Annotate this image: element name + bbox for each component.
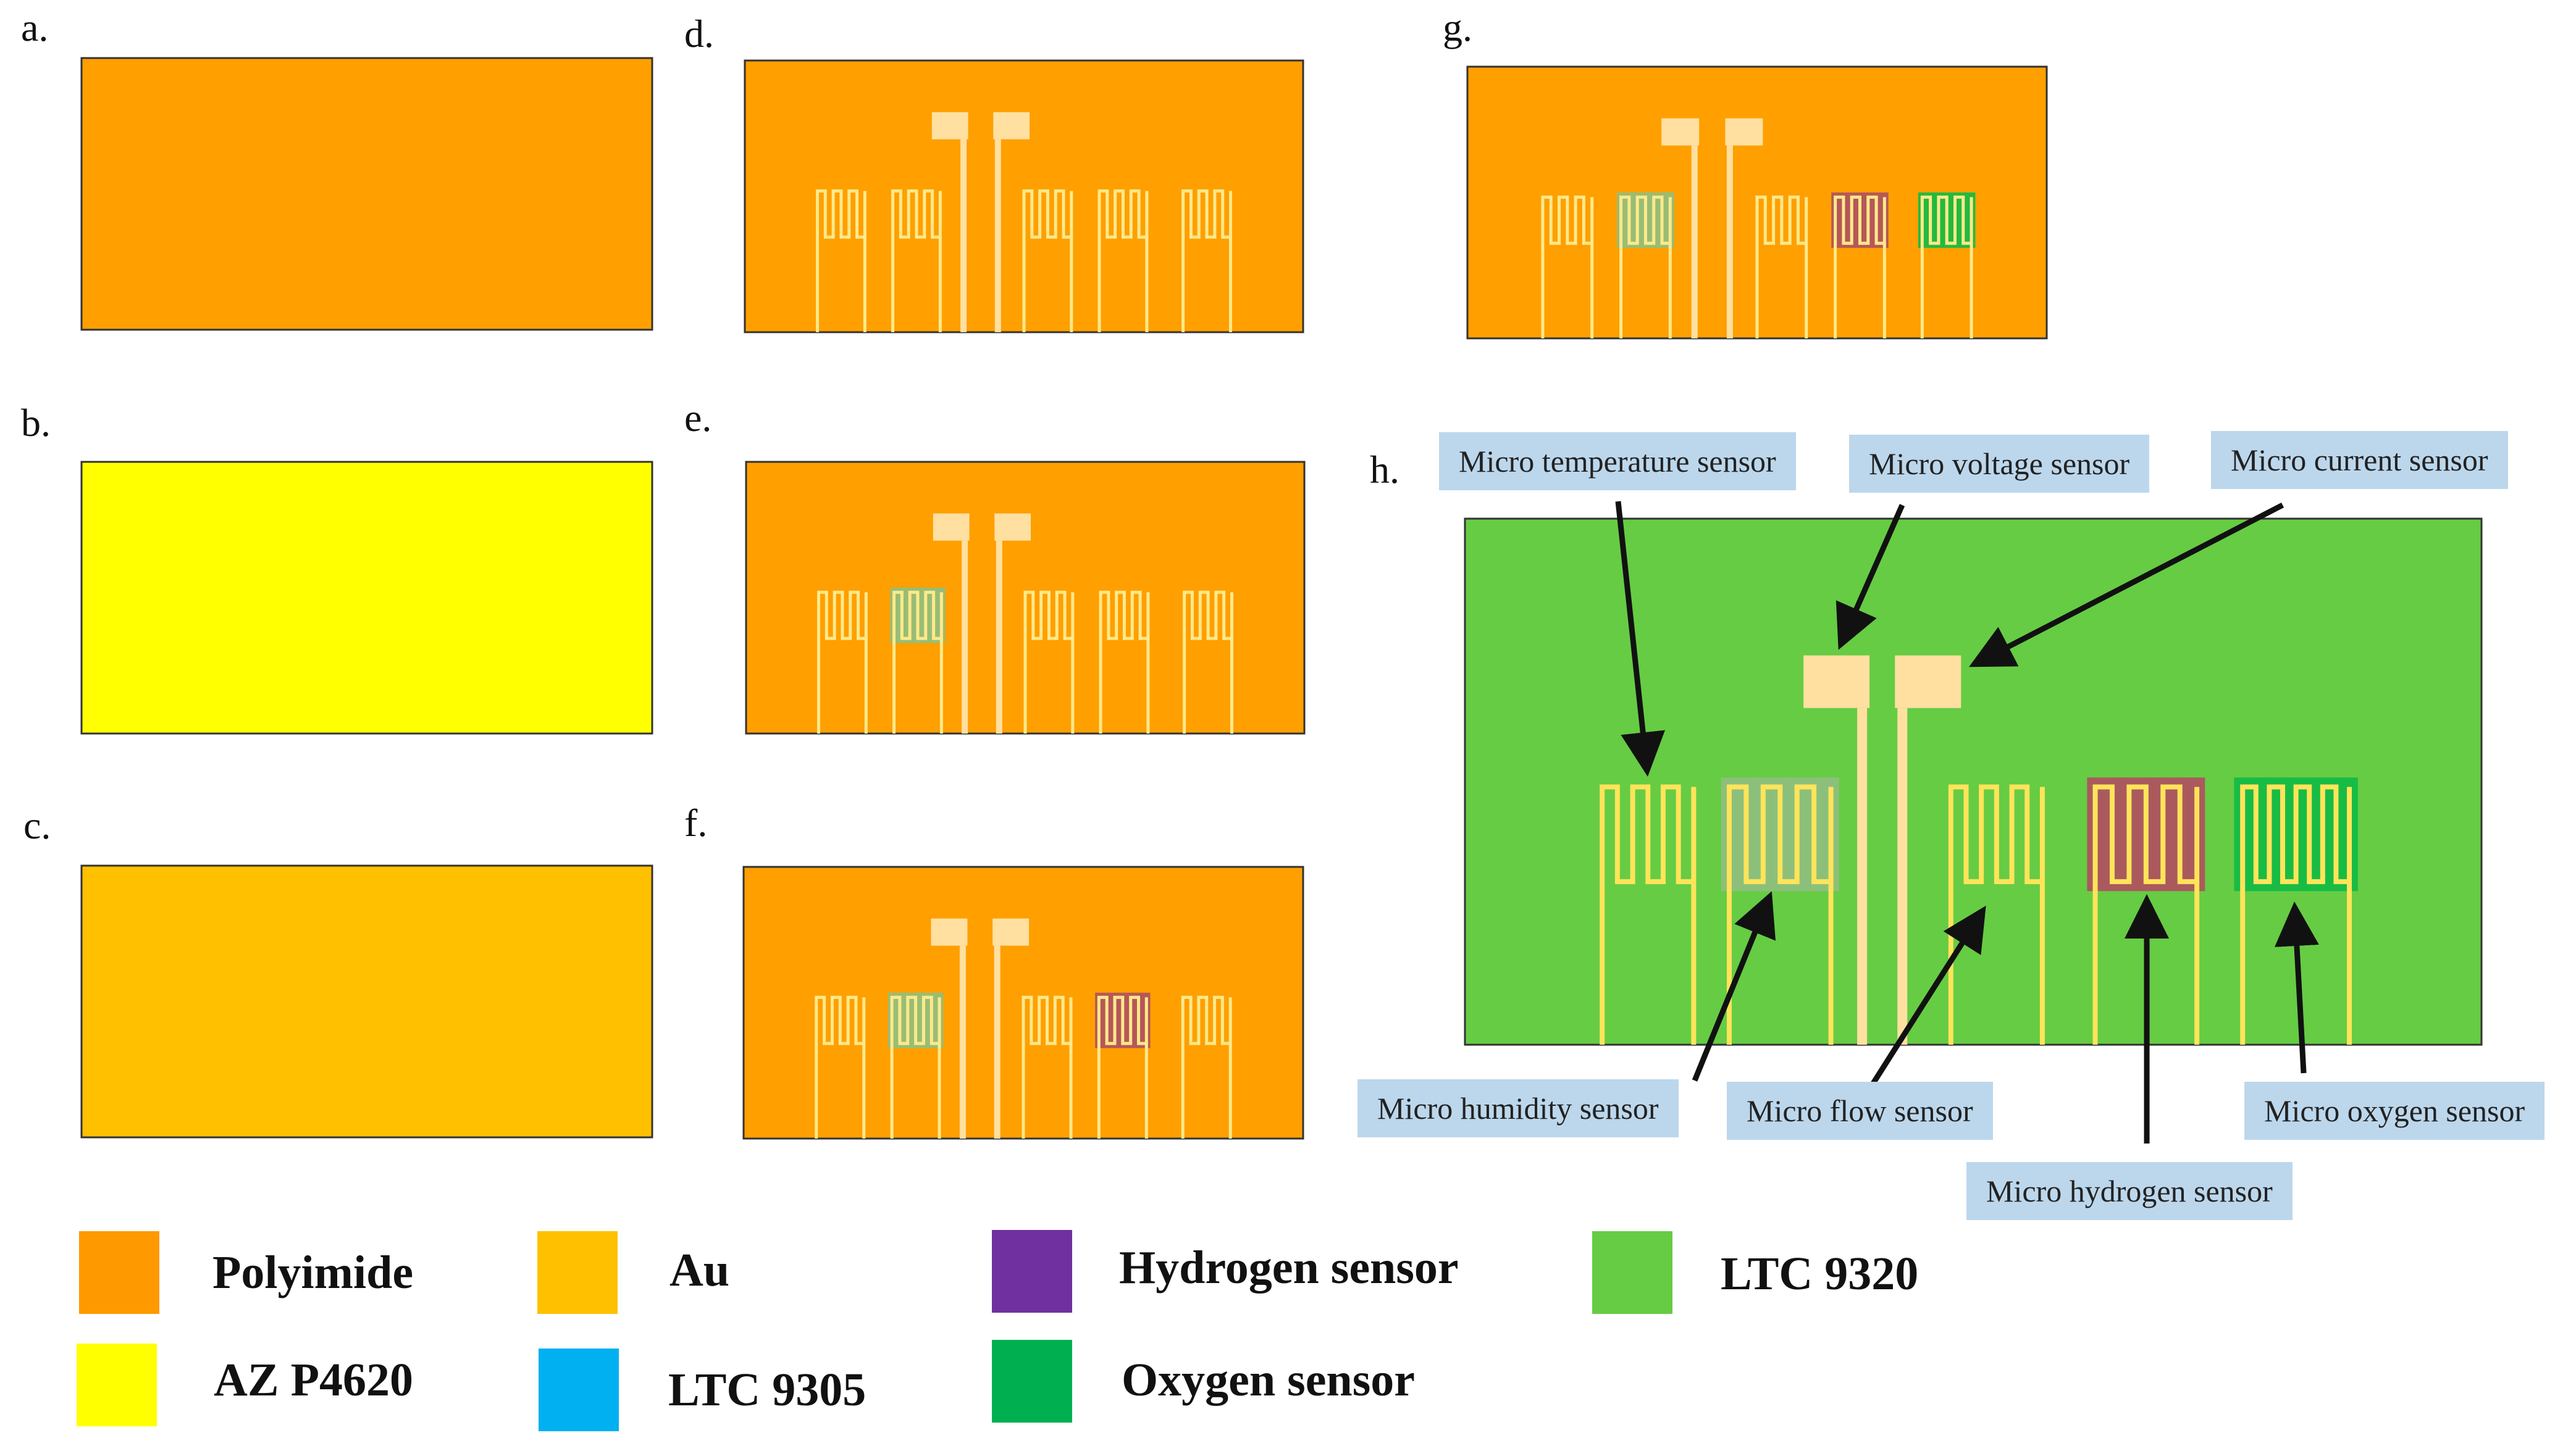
arrow-oxygen [2274,901,2319,1074]
legend-label-au: Au [669,1244,730,1296]
sensor-meander-0 [815,995,866,1045]
electrode-pad-0 [931,112,968,140]
legend-swatch-au [537,1231,618,1314]
device-panel-g [1466,65,2048,340]
sensor-meander-4 [2240,784,2352,884]
electrode-pad-1 [1895,655,1961,708]
legend-swatch-ltc9305 [539,1349,619,1431]
sensor-meander-0 [1541,195,1594,245]
sensor-meander-2 [1755,195,1808,245]
device-panel-d [744,59,1304,333]
sensor-meander-2 [1022,995,1073,1045]
callout-current: Micro current sensor [2211,431,2508,489]
sensor-meander-4 [1181,995,1232,1045]
legend-label-polyimide: Polyimide [212,1247,414,1298]
device-panel-e [745,461,1306,735]
substrate-b-photoresist [80,461,653,735]
panel-label-d: d. [684,12,714,56]
electrode-pad-0 [1661,118,1700,146]
callout-hydrogen: Micro hydrogen sensor [1966,1162,2293,1220]
sensor-meander-2 [1023,590,1075,640]
legend-label-ltc9305: LTC 9305 [668,1364,866,1416]
electrode-pad-1 [1725,118,1763,146]
electrode-pad-1 [993,112,1030,140]
sensor-meander-1 [892,590,943,640]
electrode-pad-1 [994,513,1031,541]
arrow-current [1969,503,2284,667]
electrode-pad-1 [992,918,1030,946]
sensor-meander-2 [1022,189,1073,239]
panel-label-g: g. [1443,6,1472,49]
sensor-meander-4 [1183,590,1233,640]
legend-swatch-ltc9320 [1592,1231,1672,1314]
panel-label-c: c. [23,803,51,847]
arrow-humidity [1692,891,1776,1082]
arrow-temperature [1615,501,1666,777]
sensor-meander-3 [1097,995,1148,1045]
sensor-meander-0 [1600,784,1697,884]
panel-label-h: h. [1370,448,1399,491]
panel-label-b: b. [21,401,51,445]
arrow-voltage [1836,504,1905,650]
legend-swatch-az-p4620 [77,1344,157,1426]
device-panel-h [1464,517,2483,1046]
legend-swatch-hydrogen [992,1230,1072,1313]
legend-label-oxygen: Oxygen sensor [1122,1354,1415,1406]
legend-label-hydrogen: Hydrogen sensor [1119,1242,1459,1294]
sensor-meander-4 [1181,189,1232,239]
legend-label-ltc9320: LTC 9320 [1721,1248,1919,1300]
electrode-pad-0 [1803,655,1870,708]
sensor-meander-1 [891,189,942,239]
callout-voltage: Micro voltage sensor [1849,435,2150,493]
sensor-meander-1 [1726,784,1834,884]
sensor-meander-1 [890,995,941,1045]
electrode-pad-0 [933,513,970,541]
legend-swatch-polyimide [79,1231,159,1314]
sensor-meander-3 [1099,590,1150,640]
arrow-flow [1870,905,1986,1086]
sensor-meander-3 [1097,189,1149,239]
sensor-meander-3 [2092,784,2200,884]
callout-flow: Micro flow sensor [1727,1082,1993,1140]
sensor-meander-1 [1619,195,1672,245]
callout-humidity: Micro humidity sensor [1357,1079,1679,1137]
panel-label-e: e. [684,396,712,440]
panel-label-f: f. [684,801,708,845]
substrate-a-polyimide [80,57,653,331]
panel-label-a: a. [21,6,49,49]
callout-arrows [1615,501,2319,1144]
sensor-meander-2 [1948,784,2045,884]
sensor-meander-3 [1834,195,1886,245]
callout-temperature: Micro temperature sensor [1439,432,1796,490]
sensor-meander-0 [817,590,868,640]
device-panel-f [742,866,1304,1140]
substrate-c-gold [80,864,653,1139]
legend-label-az-p4620: AZ P4620 [214,1354,413,1406]
legend-swatch-oxygen [992,1340,1072,1423]
callout-oxygen: Micro oxygen sensor [2244,1082,2545,1140]
sensor-meander-0 [816,189,866,239]
electrode-pad-0 [931,918,968,946]
sensor-meander-4 [1920,195,1973,245]
